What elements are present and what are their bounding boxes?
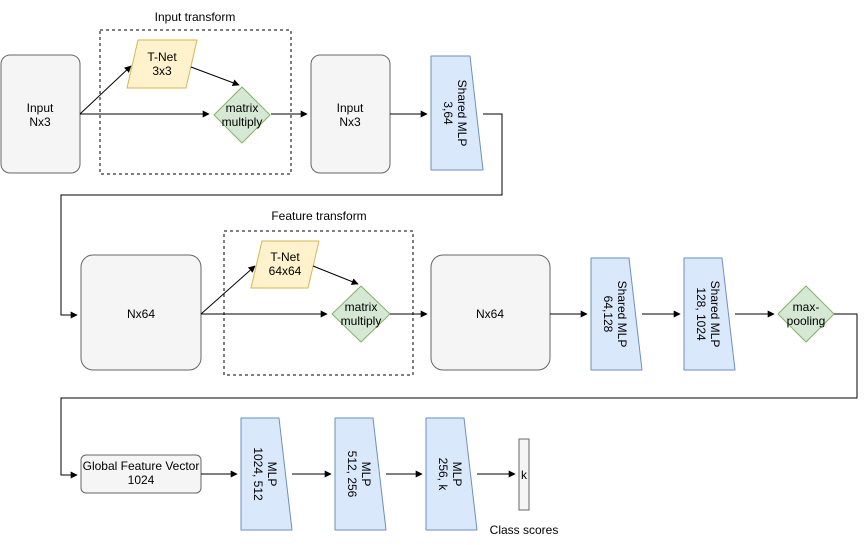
svg-text:Input: Input <box>337 101 364 115</box>
tnet-3x3: T-Net 3x3 <box>126 39 198 89</box>
svg-text:Input: Input <box>27 101 54 115</box>
nx64-box-1: Nx64 <box>80 254 202 371</box>
connector-row2-to-row3 <box>60 313 858 479</box>
input-transform-label: Input transform <box>155 10 236 24</box>
svg-text:128, 1024: 128, 1024 <box>694 287 708 341</box>
svg-text:64x64: 64x64 <box>269 264 302 278</box>
svg-text:multiply: multiply <box>341 314 382 328</box>
shared-mlp-3-64: Shared MLP 3,64 <box>430 55 484 171</box>
matrix-multiply-1: matrix multiply <box>213 86 271 144</box>
svg-text:512, 256: 512, 256 <box>345 451 359 498</box>
class-scores-label: Class scores <box>490 523 559 537</box>
svg-text:3x3: 3x3 <box>152 64 172 78</box>
mlp-512-256: MLP 512, 256 <box>334 417 387 531</box>
arrow-tnet64-to-matmul <box>312 265 359 285</box>
class-scores-output: k <box>518 438 530 511</box>
svg-text:T-Net: T-Net <box>270 250 300 264</box>
svg-text:max-: max- <box>793 300 820 314</box>
global-feature-vector: Global Feature Vector 1024 <box>80 454 202 494</box>
svg-text:Shared MLP: Shared MLP <box>455 80 469 147</box>
svg-text:64,128: 64,128 <box>601 296 615 333</box>
svg-text:Nx64: Nx64 <box>127 307 155 321</box>
svg-text:Nx3: Nx3 <box>29 115 51 129</box>
svg-text:k: k <box>521 468 528 482</box>
svg-text:Shared MLP: Shared MLP <box>708 281 722 348</box>
svg-text:3,64: 3,64 <box>441 101 455 125</box>
svg-text:T-Net: T-Net <box>147 50 177 64</box>
svg-text:Global Feature Vector: Global Feature Vector <box>83 459 200 473</box>
input-box-2: Input Nx3 <box>310 54 391 174</box>
feature-transform-label: Feature transform <box>271 209 366 223</box>
arrow-nx64-to-tnet <box>200 265 256 315</box>
svg-text:pooling: pooling <box>787 314 826 328</box>
svg-text:MLP: MLP <box>450 462 464 487</box>
svg-text:MLP: MLP <box>359 462 373 487</box>
arrow-tnet-to-matmul <box>190 66 240 87</box>
svg-text:matrix: matrix <box>345 300 378 314</box>
svg-text:Shared MLP: Shared MLP <box>615 281 629 348</box>
connector-row1-to-row2 <box>60 113 503 319</box>
mlp-1024-512: MLP 1024, 512 <box>240 417 293 531</box>
tnet-64x64: T-Net 64x64 <box>250 240 320 289</box>
svg-text:MLP: MLP <box>265 462 279 487</box>
feature-transform-group <box>223 230 414 376</box>
shared-mlp-64-128: Shared MLP 64,128 <box>590 257 643 371</box>
input-transform-group <box>99 29 292 175</box>
mlp-256-k: MLP 256, k <box>425 417 478 531</box>
nx64-box-2: Nx64 <box>430 254 551 371</box>
svg-text:256, k: 256, k <box>436 458 450 492</box>
svg-text:1024: 1024 <box>128 473 155 487</box>
svg-text:Nx3: Nx3 <box>339 115 361 129</box>
shared-mlp-128-1024: Shared MLP 128, 1024 <box>683 257 736 371</box>
svg-text:matrix: matrix <box>226 101 259 115</box>
svg-text:Nx64: Nx64 <box>476 307 504 321</box>
input-box-1: Input Nx3 <box>0 54 81 174</box>
svg-text:multiply: multiply <box>222 115 263 129</box>
arrow-input-to-tnet <box>79 65 132 115</box>
svg-text:1024, 512: 1024, 512 <box>251 447 265 501</box>
matrix-multiply-2: matrix multiply <box>331 285 391 343</box>
max-pooling: max- pooling <box>777 285 835 343</box>
